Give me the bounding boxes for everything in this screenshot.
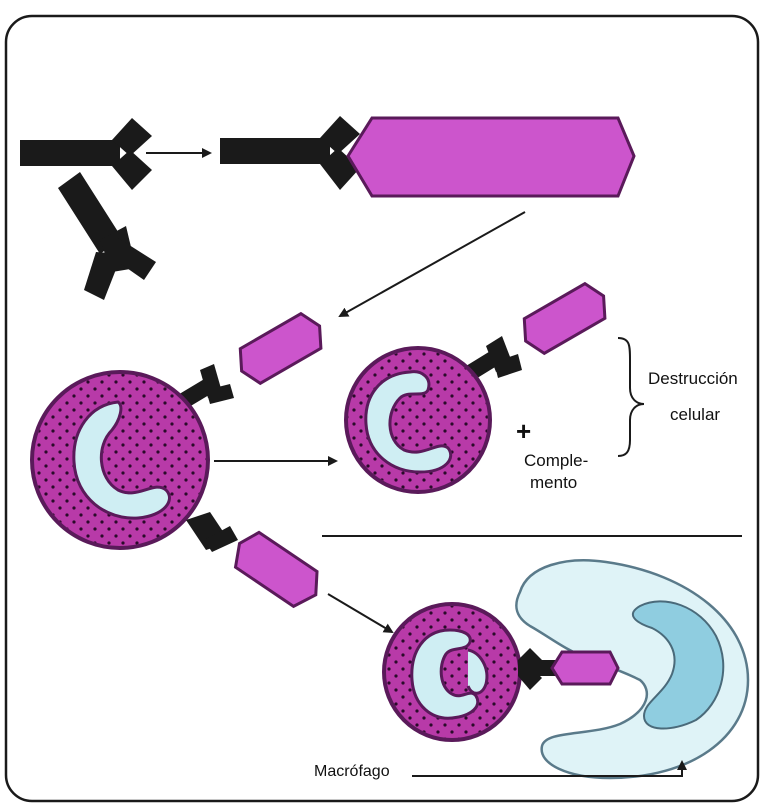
destruction-label: Destrucción (648, 369, 738, 388)
cellular-label: celular (670, 405, 720, 424)
granulocyte-cell-icon (384, 604, 520, 740)
antigen-icon (552, 652, 618, 684)
antigen-icon (348, 118, 634, 196)
granulocyte-cell-icon (32, 372, 208, 548)
plus-sign: + (516, 416, 531, 446)
macrophage-label: Macrófago (314, 763, 390, 780)
complement-label-line1: Comple- (524, 451, 588, 470)
granulocyte-cell-icon (346, 348, 490, 492)
complement-label-line2: mento (530, 473, 577, 492)
